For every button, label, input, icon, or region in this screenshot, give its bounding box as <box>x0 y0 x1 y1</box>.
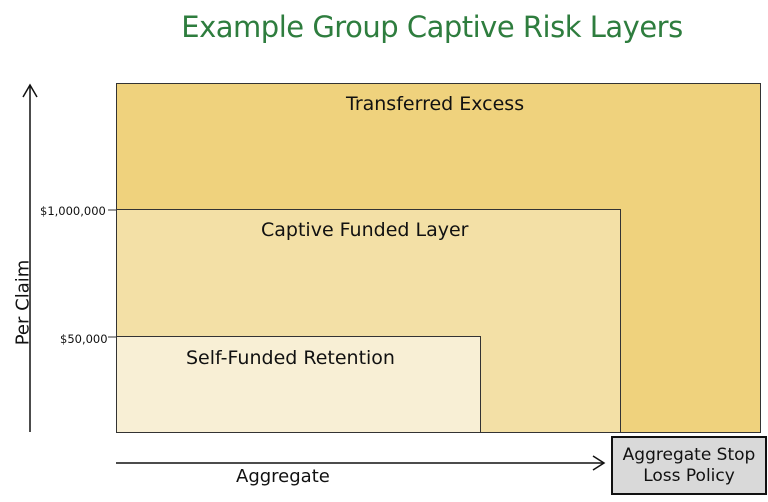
y-axis-label: Per Claim <box>12 259 34 346</box>
self-funded-retention-layer <box>116 336 481 433</box>
tick-1000000: $1,000,000 <box>40 204 106 218</box>
diagram-title: Example Group Captive Risk Layers <box>181 10 683 44</box>
x-axis-label: Aggregate <box>236 466 330 487</box>
x-axis-arrow <box>116 455 606 471</box>
aggregate-stop-loss-box: Aggregate Stop Loss Policy <box>611 436 767 495</box>
self-funded-label: Self-Funded Retention <box>186 347 395 369</box>
captive-funded-label: Captive Funded Layer <box>261 219 469 241</box>
transferred-excess-label: Transferred Excess <box>346 93 525 115</box>
stop-loss-line1: Aggregate Stop <box>622 445 756 465</box>
y-axis-arrow <box>22 83 38 432</box>
tick-50000: $50,000 <box>60 332 108 346</box>
stop-loss-line2: Loss Policy <box>643 466 735 486</box>
